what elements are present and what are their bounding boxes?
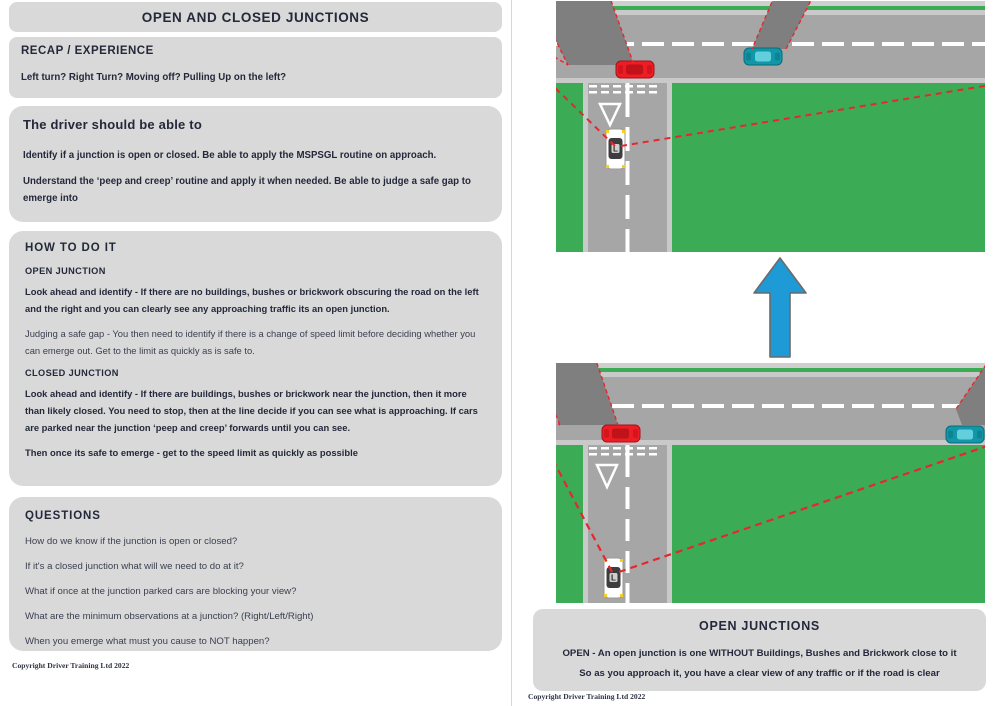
objective-line-2: Understand the ‘peep and creep’ routine … <box>23 175 471 204</box>
how-to-heading: HOW TO DO IT <box>25 242 117 254</box>
objectives-panel: The driver should be able to Identify if… <box>9 106 502 222</box>
teal-car <box>743 47 783 66</box>
closed-junction-para-2: Then once its safe to emerge - get to th… <box>25 446 358 458</box>
objective-line-1: Identify if a junction is open or closed… <box>23 150 437 161</box>
learner-car: L <box>603 557 624 599</box>
minor-road-centre-line <box>625 445 630 603</box>
questions-panel: QUESTIONS How do we know if the junction… <box>9 497 502 651</box>
learner-car: L <box>605 128 626 170</box>
question-item: What are the minimum observations at a j… <box>25 611 314 622</box>
open-junction-para-2: Judging a safe gap - You then need to id… <box>25 327 476 357</box>
recap-line: Left turn? Right Turn? Moving off? Pulli… <box>21 72 287 83</box>
page-title-panel: OPEN AND CLOSED JUNCTIONS <box>9 2 502 32</box>
building-edge-lines <box>556 1 812 66</box>
minor-road-centre-line <box>625 83 630 252</box>
caption-title: OPEN JUNCTIONS <box>699 619 820 633</box>
learner-plate: L <box>611 574 616 583</box>
closed-junction-svg: L <box>556 1 985 252</box>
left-content-column: OPEN AND CLOSED JUNCTIONS RECAP / EXPERI… <box>9 0 502 706</box>
up-arrow-icon <box>753 257 807 358</box>
copyright-left: Copyright Driver Training Ltd 2022 <box>12 661 130 670</box>
caption-line-1: OPEN - An open junction is one WITHOUT B… <box>562 648 957 659</box>
questions-heading: QUESTIONS <box>25 510 101 522</box>
column-divider <box>511 0 512 706</box>
teal-car <box>945 425 985 444</box>
open-junction-diagram: L <box>556 363 985 603</box>
building-left <box>556 1 634 65</box>
open-junction-svg: L <box>556 363 985 603</box>
question-item: If it's a closed junction what will we n… <box>25 561 244 572</box>
main-road-centre-line <box>556 404 985 408</box>
caption-panel: OPEN JUNCTIONS OPEN - An open junction i… <box>533 609 986 691</box>
building-right <box>956 366 985 425</box>
building-edge-lines <box>556 363 985 426</box>
closed-junction-label: CLOSED JUNCTION <box>25 367 119 378</box>
building-left <box>556 363 618 425</box>
caption-line-2: So as you approach it, you have a clear … <box>579 668 940 679</box>
give-way-triangle <box>595 463 619 491</box>
give-way-triangle <box>598 102 622 128</box>
closed-junction-diagram: L <box>556 1 985 252</box>
recap-panel: RECAP / EXPERIENCE Left turn? Right Turn… <box>9 37 502 98</box>
red-car <box>601 424 641 443</box>
red-car <box>615 60 655 79</box>
how-to-panel: HOW TO DO IT OPEN JUNCTION Look ahead an… <box>9 231 502 486</box>
open-junction-para-1: Look ahead and identify - If there are n… <box>25 286 479 315</box>
question-item: How do we know if the junction is open o… <box>25 536 238 547</box>
closed-junction-para-1: Look ahead and identify - If there are b… <box>25 387 478 434</box>
question-item: What if once at the junction parked cars… <box>25 586 297 597</box>
recap-heading: RECAP / EXPERIENCE <box>21 45 154 57</box>
learner-plate: L <box>613 145 618 154</box>
up-arrow-container <box>750 255 810 360</box>
copyright-right: Copyright Driver Training Ltd 2022 <box>528 692 646 701</box>
objectives-heading: The driver should be able to <box>23 117 202 132</box>
open-junction-label: OPEN JUNCTION <box>25 266 106 276</box>
question-item: When you emerge what must you cause to N… <box>25 636 270 647</box>
building-right <box>752 1 811 49</box>
sight-lines <box>556 445 985 574</box>
sight-lines <box>556 84 985 147</box>
page-title: OPEN AND CLOSED JUNCTIONS <box>141 9 370 25</box>
